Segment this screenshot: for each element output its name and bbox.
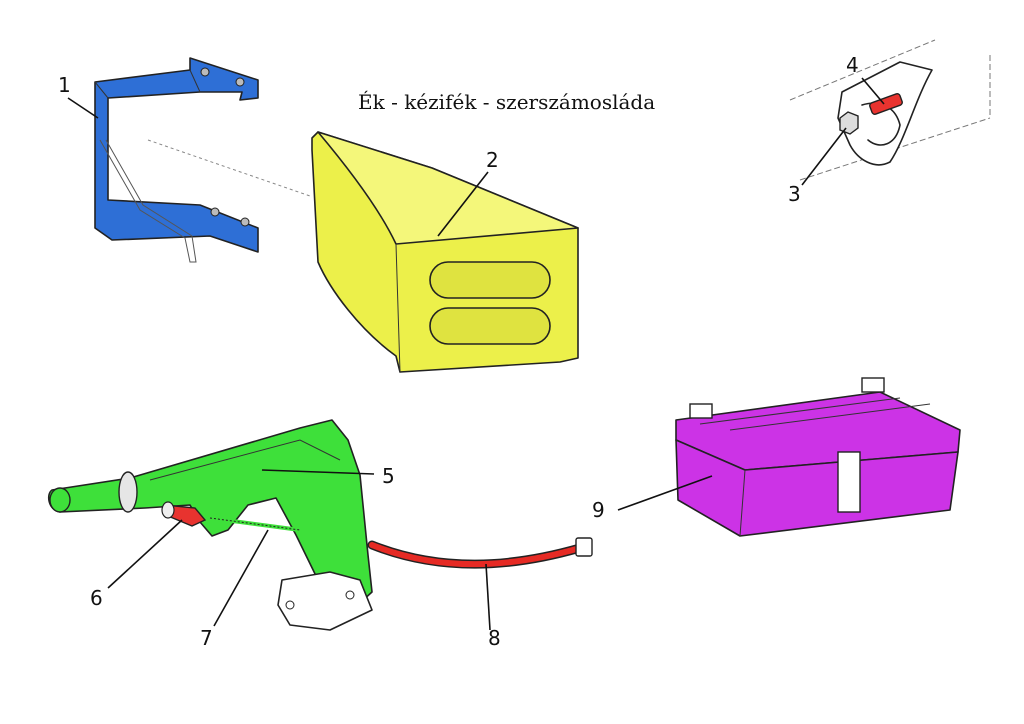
leader-3 (801, 127, 847, 186)
nut-3 (839, 111, 859, 135)
cable-part (367, 537, 593, 569)
leader-5 (261, 469, 375, 475)
callout-2: 2 (486, 148, 499, 172)
clamp-assembly (789, 39, 991, 181)
callout-1: 1 (58, 73, 71, 97)
leader-9 (617, 475, 713, 511)
callout-3: 3 (788, 182, 801, 206)
callout-7: 7 (200, 626, 213, 650)
callout-8: 8 (488, 626, 501, 650)
bracket-part (94, 57, 311, 263)
diagram-title: Ék - kézifék - szerszámosláda (358, 90, 656, 114)
callout-6: 6 (90, 586, 103, 610)
leader-4 (861, 77, 885, 105)
leader-2 (437, 171, 489, 237)
leader-1 (67, 97, 99, 119)
leader-7 (213, 529, 269, 627)
leader-6 (107, 519, 183, 589)
bolt-4 (869, 93, 903, 115)
callout-4: 4 (846, 53, 859, 77)
callout-5: 5 (382, 464, 395, 488)
toolbox-part (675, 377, 961, 537)
bracket-body (94, 57, 259, 253)
callout-9: 9 (592, 498, 605, 522)
wheel-chock-part (311, 131, 579, 373)
leader-8 (485, 563, 491, 631)
